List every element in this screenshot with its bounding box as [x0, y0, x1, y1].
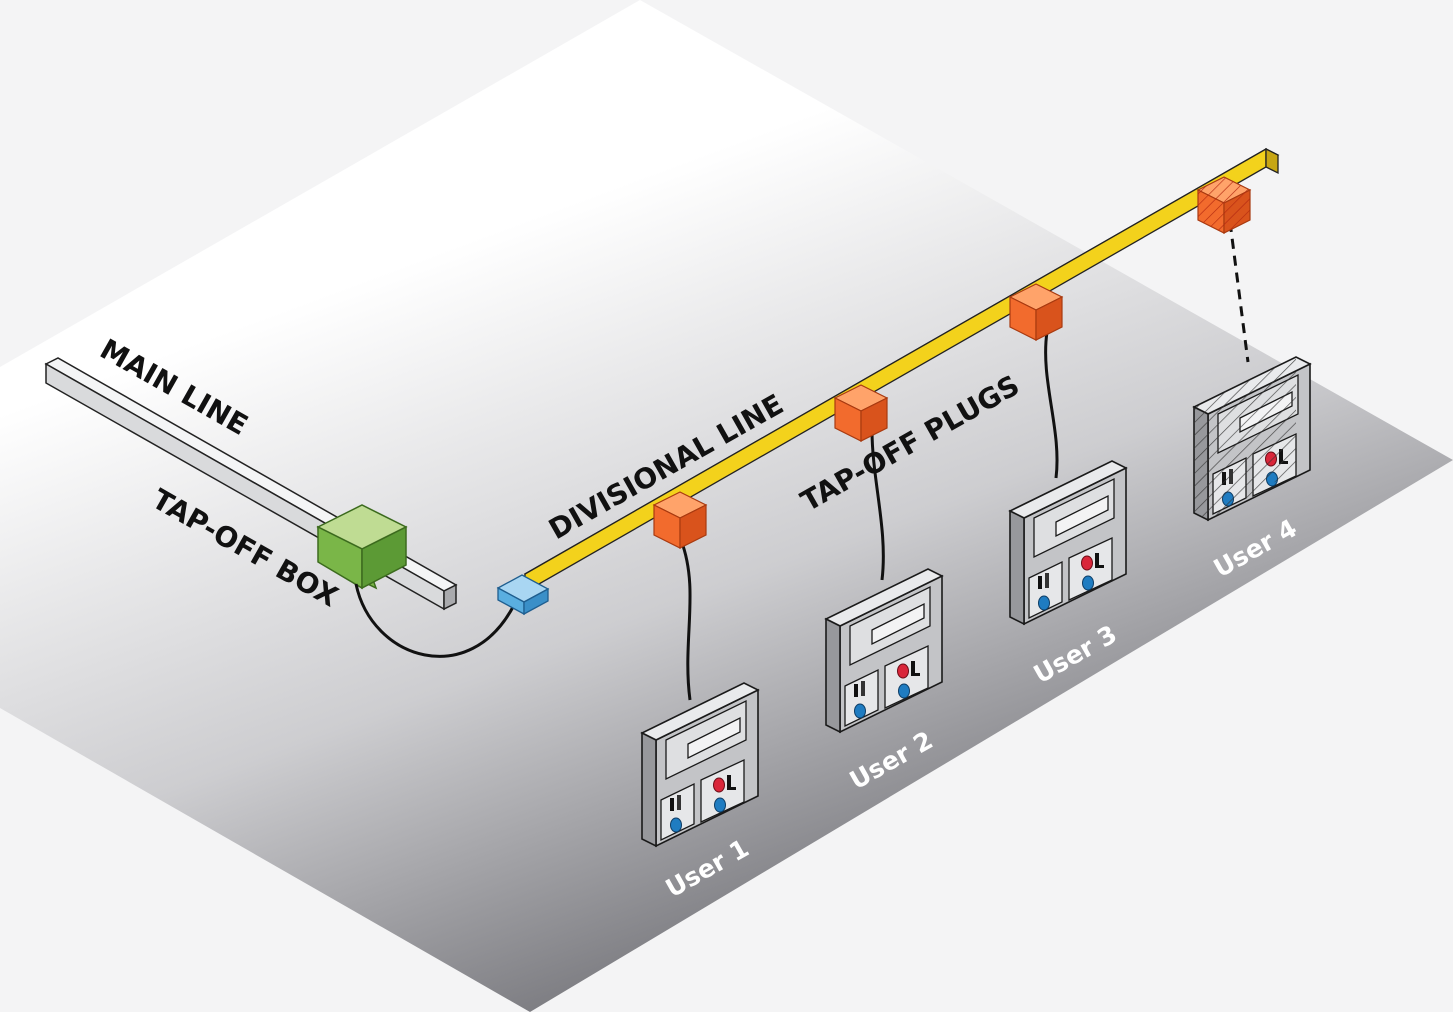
feeder-cable: [354, 583, 516, 658]
cable-user-2: [870, 429, 885, 581]
user-4-board-planned: [1193, 356, 1311, 521]
cable-user-3: [1044, 331, 1059, 479]
planned-cable-user-4: [1228, 221, 1250, 363]
divisional-connector: [496, 574, 550, 616]
tap-off-box: [316, 504, 408, 590]
tap-off-plug-4-planned: [1197, 176, 1251, 234]
cable-user-1: [679, 539, 692, 701]
